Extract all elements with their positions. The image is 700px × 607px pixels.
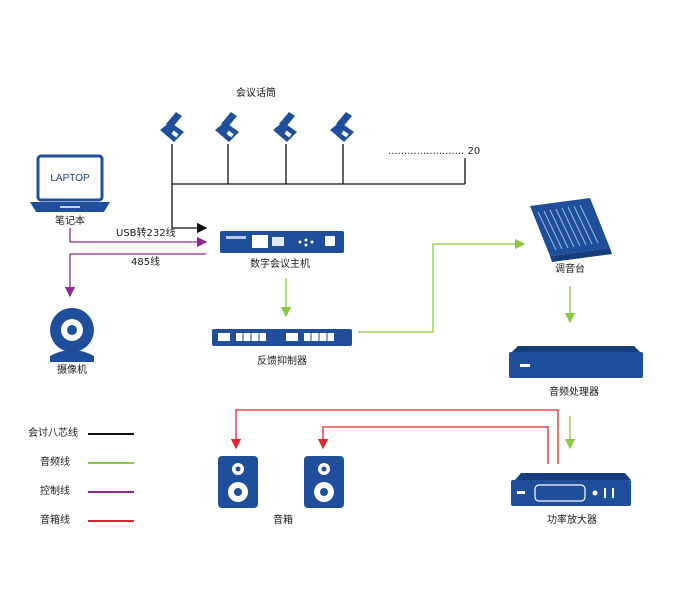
speaker-lines xyxy=(230,409,559,464)
legend-label-black: 会讨八芯线 xyxy=(28,428,78,439)
mixer-icon xyxy=(530,198,612,262)
audio-processor-label: 音频处理器 xyxy=(549,387,599,398)
rs485-cable-label: 485线 xyxy=(131,257,161,268)
legend-label-purple: 控制线 xyxy=(40,486,70,497)
control-lines xyxy=(64,228,208,298)
laptop-icon: LAPTOP xyxy=(30,154,110,212)
main-unit-icon xyxy=(220,231,344,253)
audio-processor-icon xyxy=(509,346,643,378)
speaker-2-icon xyxy=(304,456,344,508)
amplifier-icon xyxy=(511,473,631,506)
main-unit-label: 数字会议主机 xyxy=(250,259,310,270)
laptop-label: 笔记本 xyxy=(55,216,85,227)
amplifier-label: 功率放大器 xyxy=(547,515,597,526)
speaker-1-icon xyxy=(218,456,258,508)
legend-label-red: 音箱线 xyxy=(40,515,70,526)
mic-bus-line xyxy=(171,144,466,234)
laptop-screen-text: LAPTOP xyxy=(50,173,90,184)
speakers-label: 音箱 xyxy=(273,515,293,526)
microphones-label: 会议话筒 xyxy=(236,88,276,99)
legend-label-green: 音频线 xyxy=(40,457,70,468)
camera-label: 摄像机 xyxy=(57,365,87,376)
microphone-1-icon xyxy=(160,112,184,142)
microphone-4-icon xyxy=(330,112,354,142)
camera-icon xyxy=(50,308,94,362)
feedback-suppressor-icon xyxy=(212,329,352,346)
audio-line-suppressor-to-mixer xyxy=(358,238,526,333)
microphone-2-icon xyxy=(215,112,239,142)
mic-count-label: ........................ 20 xyxy=(388,146,481,157)
usb-cable-label: USB转232线 xyxy=(116,228,176,239)
microphone-3-icon xyxy=(273,112,297,142)
feedback-suppressor-label: 反馈抑制器 xyxy=(257,356,307,367)
mixer-label: 调音台 xyxy=(555,264,585,275)
